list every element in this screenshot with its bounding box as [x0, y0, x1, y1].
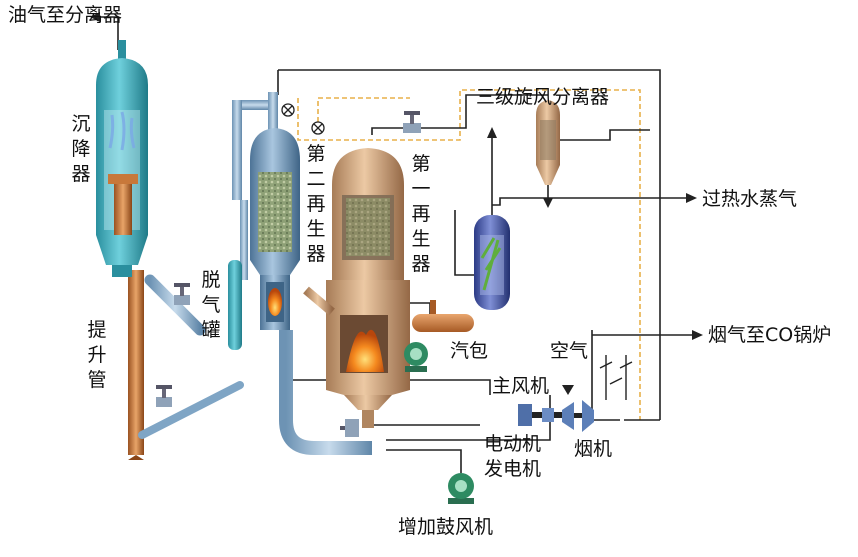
- first-regenerator-label: 第一再生器: [411, 153, 431, 275]
- flue-gas-to-co-boiler-label: 烟气至CO锅炉: [708, 324, 832, 346]
- air-label: 空气: [550, 340, 589, 362]
- riser: [128, 270, 144, 460]
- motor-generator-label: 电动机 发电机: [484, 433, 542, 480]
- booster-blower-unit: [448, 473, 474, 504]
- third-stage-separator-label: 三级旋风分离器: [476, 86, 610, 108]
- regen2-piping: [232, 92, 372, 455]
- settler-label: 沉降器: [71, 113, 91, 185]
- riser-label: 提升管: [87, 319, 107, 391]
- degassing-tank: [228, 200, 248, 350]
- degassing-tank-label: 脱气罐: [201, 269, 221, 341]
- steam-drum-label: 汽包: [450, 340, 489, 362]
- second-regenerator-vessel: [250, 128, 300, 330]
- cross-valves: [281, 103, 325, 135]
- slide-valves: [156, 111, 421, 437]
- oil-gas-to-separator-label: 油气至分离器: [8, 4, 123, 26]
- first-regenerator-vessel: [303, 148, 410, 428]
- circulation-pump: [404, 342, 428, 372]
- third-stage-cyclone: [536, 100, 560, 185]
- superheated-steam-label: 过热水蒸气: [702, 188, 798, 210]
- damper-box: [599, 355, 633, 400]
- steam-drum-vessel: [412, 300, 474, 332]
- booster-blower-label: 增加鼓风机: [398, 516, 494, 538]
- waste-heat-boiler: [474, 215, 510, 310]
- settler-vessel: [96, 40, 148, 277]
- transfer-pipes: [138, 274, 244, 439]
- second-regenerator-label: 第二再生器: [306, 143, 326, 265]
- expander-label: 烟机: [574, 438, 613, 460]
- signal-lines: [297, 89, 641, 420]
- blower-train: [518, 400, 594, 432]
- oil-gas-outlet-line: [100, 16, 119, 50]
- main-blower-label: 主风机: [492, 375, 550, 397]
- booster-line: [386, 449, 462, 473]
